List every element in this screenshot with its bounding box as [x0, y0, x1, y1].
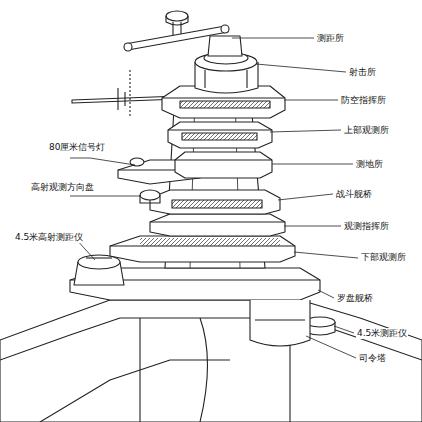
- part-label: 高射观测方向盘: [30, 182, 95, 193]
- station-label: 测地所: [355, 159, 384, 170]
- station-label: 测距所: [316, 33, 345, 44]
- station-label: 战斗舰桥: [335, 189, 373, 200]
- station-label: 下部观测所: [360, 252, 407, 263]
- station-label: 上部观测所: [343, 125, 390, 136]
- station-label: 防空指挥所: [340, 95, 387, 106]
- part-label: 80厘米信号灯: [48, 142, 106, 153]
- station-label: 罗盘舰桥: [336, 293, 374, 304]
- station-label: 观测指挥所: [343, 221, 390, 232]
- station-label: 司令塔: [358, 353, 387, 364]
- part-label: 4.5米高射测距仪: [14, 232, 84, 243]
- part-label: 4.5米测距仪: [356, 328, 408, 339]
- station-label: 射击所: [348, 67, 377, 78]
